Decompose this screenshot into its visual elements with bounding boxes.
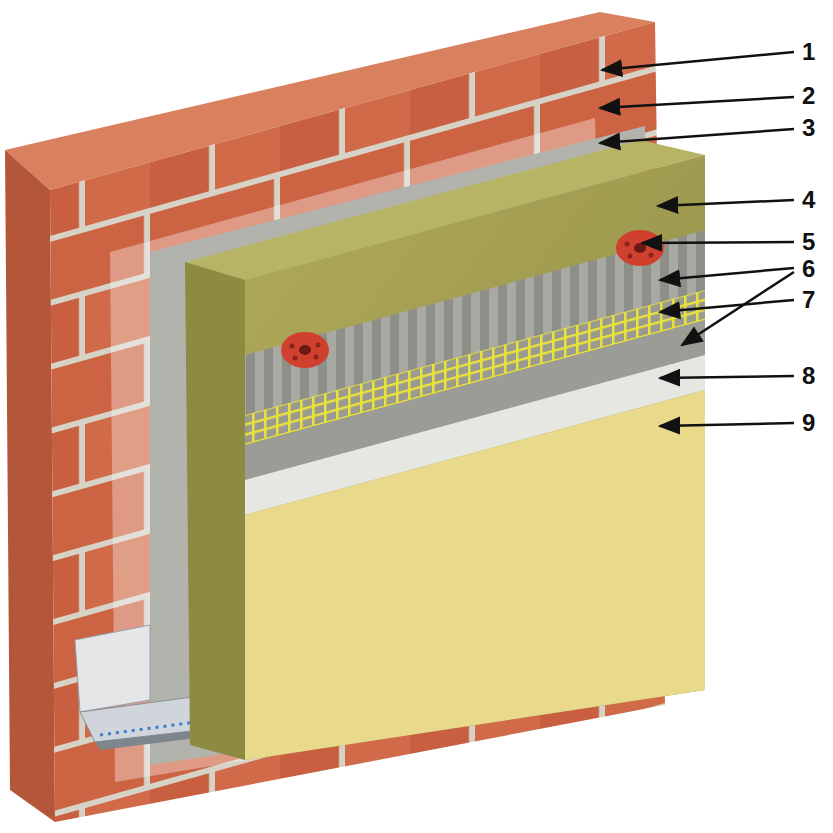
leader-lines [600, 52, 794, 426]
callout-number: 5 [802, 228, 815, 256]
callout-number: 2 [802, 82, 815, 110]
callout-number: 4 [802, 186, 815, 214]
callout-number: 8 [802, 362, 815, 390]
callout-number: 6 [802, 255, 815, 283]
callout-number: 1 [802, 38, 815, 66]
callout-number: 9 [802, 409, 815, 437]
callout-number: 7 [802, 286, 815, 314]
callout-number: 3 [802, 114, 815, 142]
